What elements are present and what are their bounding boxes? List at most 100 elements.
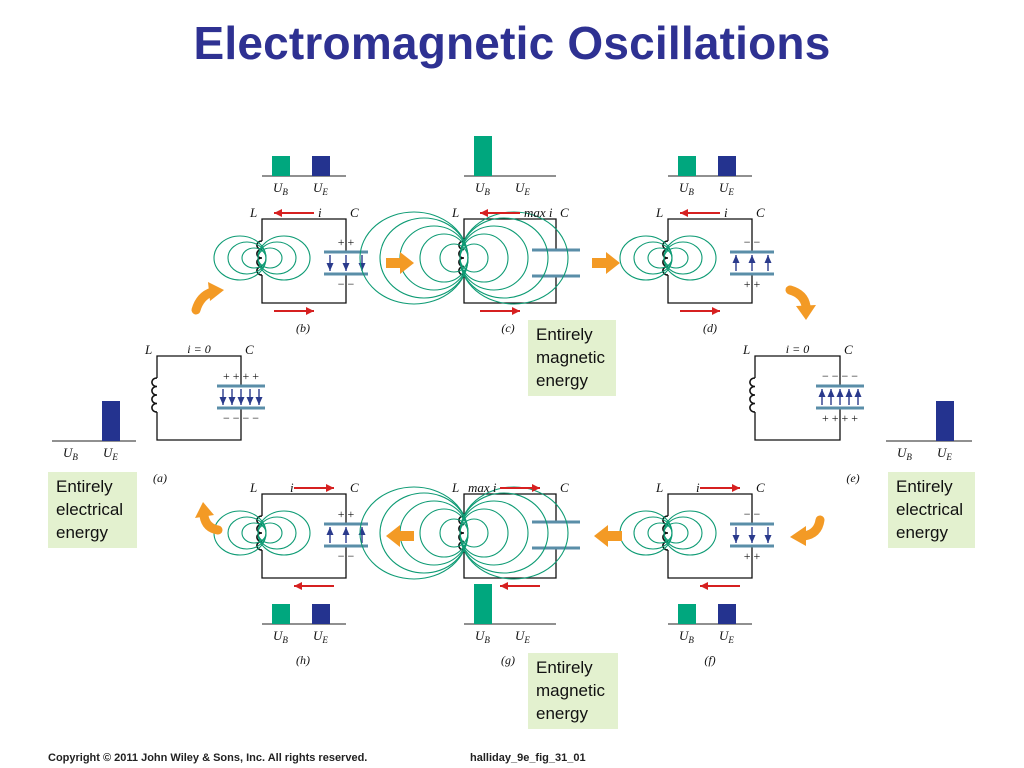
electric-energy-label: UE xyxy=(515,628,530,645)
circuit-e xyxy=(749,355,864,441)
note-line: energy xyxy=(896,523,948,542)
magnetic-energy-label: UB xyxy=(897,445,912,462)
flow-arrow-body xyxy=(199,511,223,535)
magnetic-field-lines xyxy=(213,235,311,281)
electric-field-arrowhead xyxy=(818,389,826,397)
flow-arrow-f-to-g xyxy=(594,525,622,547)
electric-field-arrowhead xyxy=(246,397,254,405)
flow-arrow-body xyxy=(785,285,811,311)
energy-bars-h xyxy=(262,604,346,625)
stage-caption-e: (e) xyxy=(846,471,859,485)
stage-caption-d: (d) xyxy=(703,321,717,335)
field-line xyxy=(619,235,673,281)
capacitor-charge-bottom: + + xyxy=(744,549,761,563)
capacitor-charge-top: − − xyxy=(744,507,761,521)
field-line xyxy=(459,486,569,580)
flow-arrow-b-to-c xyxy=(386,252,414,274)
note-line: electrical xyxy=(896,500,964,519)
field-line xyxy=(359,211,469,305)
field-line xyxy=(459,217,549,299)
inductor-coil xyxy=(256,515,263,551)
electric-field-arrowhead xyxy=(326,527,334,535)
magnetic-energy-bar xyxy=(272,604,290,624)
note-line: energy xyxy=(536,371,588,390)
current-arrow-top xyxy=(274,209,314,217)
stage-caption-a: (a) xyxy=(153,471,167,485)
capacitor-label: C xyxy=(560,480,569,495)
flow-arrow-h-to-a xyxy=(195,502,223,535)
current-label: i xyxy=(696,480,700,495)
current-arrow-top xyxy=(294,484,334,492)
current-arrow-head xyxy=(480,209,488,217)
circuit-wire xyxy=(156,408,242,441)
circuit-d xyxy=(662,218,774,304)
field-line xyxy=(459,233,509,283)
capacitor-charge-bottom: + + + + xyxy=(822,411,858,425)
current-arrow-head xyxy=(274,209,282,217)
flow-arrow-head xyxy=(208,282,224,301)
magnetic-energy-label: UB xyxy=(273,180,288,197)
current-zero-label: i = 0 xyxy=(786,342,809,356)
circuit-wire xyxy=(754,408,841,441)
energy-bars-f xyxy=(668,604,752,625)
electric-field-arrowhead xyxy=(845,389,853,397)
flow-arrow-head xyxy=(796,305,816,320)
electric-field-arrowhead xyxy=(827,389,835,397)
field-line xyxy=(459,508,509,558)
flow-arrow-a-to-b xyxy=(191,282,224,315)
magnetic-field-lines xyxy=(619,510,717,556)
electric-energy-bar xyxy=(312,604,330,624)
slide-title: Electromagnetic Oscillations xyxy=(193,17,831,69)
capacitor-charge-bottom: + + xyxy=(744,277,761,291)
electric-energy-bar xyxy=(936,401,954,441)
electric-field-arrowhead xyxy=(764,535,772,543)
note-line: energy xyxy=(56,523,108,542)
circuit-b xyxy=(256,218,368,304)
inductor-label: L xyxy=(249,480,257,495)
electric-field-arrowhead xyxy=(228,397,236,405)
energy-bars-c xyxy=(464,136,556,177)
capacitor-charge-bottom: − − xyxy=(338,549,355,563)
capacitor-label: C xyxy=(756,205,765,220)
note-line: magnetic xyxy=(536,348,605,367)
magnetic-field-lines xyxy=(359,486,569,580)
note-line: Entirely xyxy=(536,658,593,677)
inductor-coil xyxy=(662,240,669,276)
capacitor-charge-bottom: − − xyxy=(338,277,355,291)
current-arrow-bottom xyxy=(294,582,334,590)
note-line: Entirely xyxy=(896,477,953,496)
electric-field-arrowhead xyxy=(854,389,862,397)
field-line xyxy=(663,510,717,556)
inductor-label: L xyxy=(742,342,750,357)
note-line: Entirely xyxy=(56,477,113,496)
stage-caption-c: (c) xyxy=(501,321,514,335)
current-label: i xyxy=(290,480,294,495)
circuit-a xyxy=(151,355,265,441)
circuit-wire xyxy=(463,548,557,579)
magnetic-energy-label: UB xyxy=(273,628,288,645)
current-arrow-head xyxy=(306,307,314,315)
field-line xyxy=(213,235,267,281)
energy-bars-a xyxy=(52,401,136,442)
circuit-wire xyxy=(463,275,557,304)
stage-caption-f: (f) xyxy=(704,653,715,667)
current-arrow-head xyxy=(712,307,720,315)
capacitor-label: C xyxy=(350,205,359,220)
current-arrow-head xyxy=(700,582,708,590)
electric-energy-bar xyxy=(312,156,330,176)
capacitor-charge-bottom: − − − − xyxy=(223,411,259,425)
electric-energy-label: UE xyxy=(515,180,530,197)
field-line xyxy=(459,211,569,305)
flow-arrow-body xyxy=(799,515,825,541)
current-arrow-head xyxy=(326,484,334,492)
note-line: magnetic xyxy=(536,681,605,700)
magnetic-energy-label: UB xyxy=(63,445,78,462)
flow-arrow-head xyxy=(195,502,214,518)
inductor-coil xyxy=(662,515,669,551)
capacitor-label: C xyxy=(245,342,254,357)
magnetic-energy-label: UB xyxy=(475,628,490,645)
circuit-wire xyxy=(261,218,347,252)
capacitor-label: C xyxy=(350,480,359,495)
stage-caption-h: (h) xyxy=(296,653,310,667)
